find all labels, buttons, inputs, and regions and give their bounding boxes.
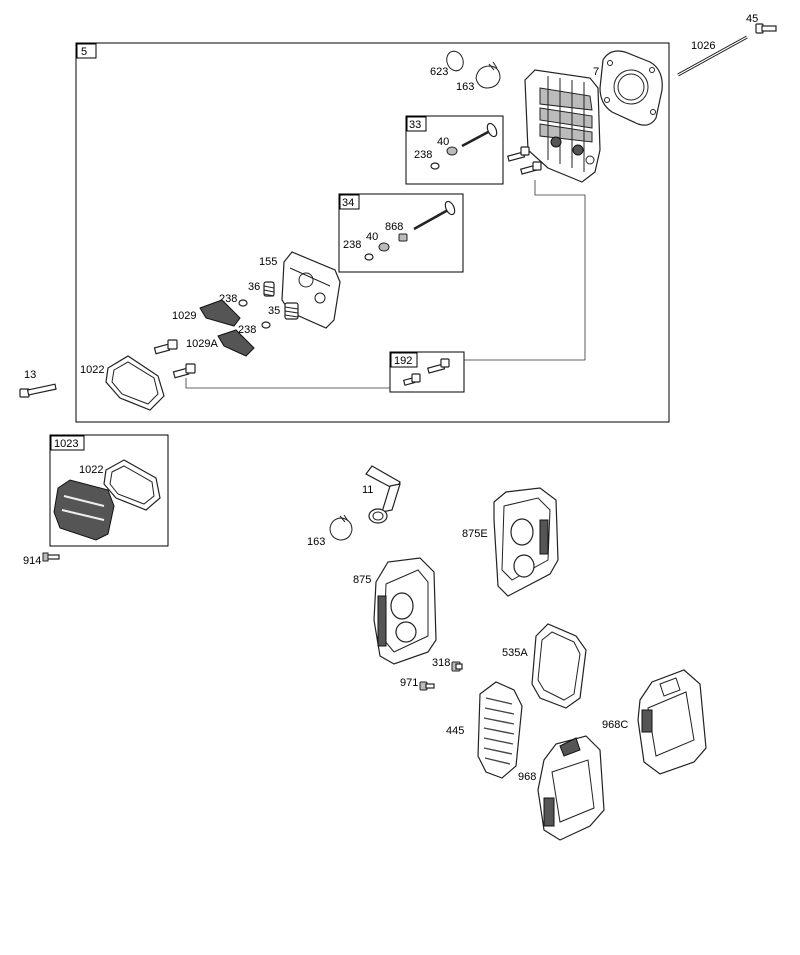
callout-914[interactable]: 914 [23, 555, 41, 567]
assembly-tag-5 [76, 43, 97, 59]
callout-868[interactable]: 868 [385, 221, 403, 233]
spring-retainer-40-icon[interactable] [446, 146, 458, 156]
o-ring-623-icon[interactable] [444, 49, 466, 73]
valve-spring-35-icon[interactable] [284, 302, 299, 320]
pre-cleaner-535A-icon[interactable] [531, 623, 587, 709]
callout-238-34[interactable]: 238 [343, 239, 361, 251]
callout-13[interactable]: 13 [24, 369, 36, 381]
callout-35[interactable]: 35 [268, 305, 280, 317]
callout-7[interactable]: 7 [593, 66, 599, 78]
leader-192-to-rocker-stud [185, 378, 390, 389]
air-filter-base-875-icon[interactable] [373, 557, 437, 665]
valve-spring-36-icon[interactable] [263, 281, 275, 297]
clamp-163-top-icon[interactable] [475, 61, 501, 89]
valve-keeper-238b-icon[interactable] [364, 253, 374, 261]
screw-971-icon[interactable] [419, 681, 435, 691]
callout-623[interactable]: 623 [430, 66, 448, 78]
callout-33[interactable]: 33 [409, 119, 421, 131]
callout-40-mid[interactable]: 40 [366, 231, 378, 243]
callout-1029A[interactable]: 1029A [186, 338, 218, 350]
screw-914-icon[interactable] [42, 552, 60, 562]
stud-192-icon[interactable] [402, 358, 450, 386]
rocker-arm-1029-icon[interactable] [199, 299, 241, 327]
callout-40-top[interactable]: 40 [437, 136, 449, 148]
valve-cover-icon[interactable] [53, 479, 115, 541]
breather-tube-11-icon[interactable] [365, 465, 401, 524]
bolt-45-icon[interactable] [755, 23, 777, 34]
callout-1029[interactable]: 1029 [172, 310, 196, 322]
valve-33-icon[interactable] [461, 122, 499, 148]
air-filter-cover-968-icon[interactable] [537, 735, 605, 841]
leader-192-to-head [464, 180, 586, 361]
callout-163-top[interactable]: 163 [456, 81, 474, 93]
callout-535A[interactable]: 535A [502, 647, 528, 659]
valve-cover-gasket-1022b-icon[interactable] [103, 459, 161, 511]
callout-971[interactable]: 971 [400, 677, 418, 689]
callout-1022-frame[interactable]: 1022 [80, 364, 104, 376]
head-gasket-7-icon[interactable] [599, 50, 663, 126]
callout-155[interactable]: 155 [259, 256, 277, 268]
valve-34-icon[interactable] [413, 200, 457, 231]
callout-968C[interactable]: 968C [602, 719, 628, 731]
keeper-238c-icon[interactable] [238, 299, 248, 307]
subassembly-tag-33 [406, 116, 427, 132]
cylinder-head-icon[interactable] [524, 69, 601, 183]
subassembly-frame-34 [338, 193, 464, 273]
clamp-163-bottom-icon[interactable] [329, 514, 353, 541]
air-filter-cover-968C-icon[interactable] [637, 669, 707, 775]
air-filter-base-875E-icon[interactable] [493, 487, 559, 597]
subassembly-frame-192 [389, 351, 465, 393]
bolt-13-icon[interactable] [19, 383, 57, 398]
callout-34[interactable]: 34 [342, 197, 354, 209]
valve-cover-gasket-1022-icon[interactable] [105, 355, 165, 411]
callout-1026[interactable]: 1026 [691, 40, 715, 52]
spring-retainer-40b-icon[interactable] [378, 242, 390, 252]
callout-1023[interactable]: 1023 [54, 438, 78, 450]
callout-875E[interactable]: 875E [462, 528, 488, 540]
callout-45[interactable]: 45 [746, 13, 758, 25]
grommet-318-icon[interactable] [451, 661, 463, 672]
subassembly-frame-33 [405, 115, 504, 185]
callout-5[interactable]: 5 [81, 46, 87, 58]
keeper-238d-icon[interactable] [261, 321, 271, 329]
callout-318[interactable]: 318 [432, 657, 450, 669]
callout-238-lower[interactable]: 238 [238, 324, 256, 336]
valve-seal-868-icon[interactable] [398, 233, 408, 242]
rocker-stud-icon [153, 339, 196, 379]
rocker-arm-1029A-icon[interactable] [217, 329, 255, 357]
callout-1022-1023[interactable]: 1022 [79, 464, 103, 476]
subassembly-tag-34 [339, 194, 360, 210]
callout-36[interactable]: 36 [248, 281, 260, 293]
callout-445[interactable]: 445 [446, 725, 464, 737]
callout-11[interactable]: 11 [362, 484, 373, 496]
subassembly-frame-1023 [49, 434, 169, 547]
callout-238-33[interactable]: 238 [414, 149, 432, 161]
callout-968[interactable]: 968 [518, 771, 536, 783]
valve-keeper-238-icon[interactable] [430, 162, 440, 170]
callout-163-bottom[interactable]: 163 [307, 536, 325, 548]
subassembly-tag-192 [390, 352, 418, 368]
subassembly-tag-1023 [50, 435, 85, 451]
callout-192[interactable]: 192 [394, 355, 412, 367]
assembly-frame-5 [75, 42, 670, 423]
pushrod-1026-icon[interactable] [677, 35, 748, 77]
callout-875[interactable]: 875 [353, 574, 371, 586]
air-filter-445-icon[interactable] [477, 681, 523, 779]
head-stud-icon [507, 146, 542, 175]
